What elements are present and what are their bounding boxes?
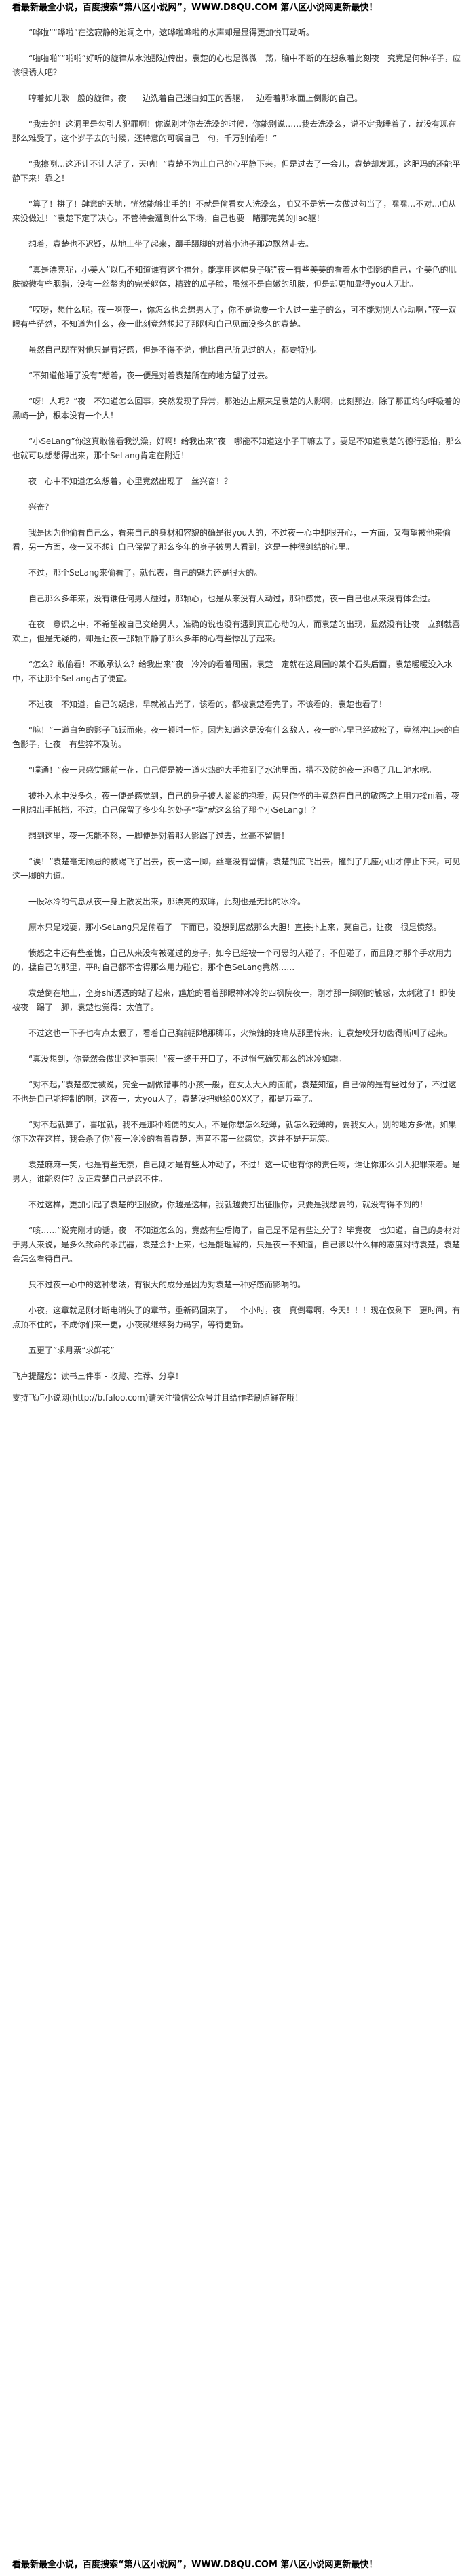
story-paragraph: 不过这样，更加引起了袁楚的征服欲，你越是这样，我就越要打出征服你，只要是我想要的… xyxy=(28,1200,428,1209)
story-paragraph: 一股冰冷的气息从夜一身上散发出来，那漂亮的双眸，此刻也是无比的冰冷。 xyxy=(28,897,306,906)
story-paragraph: “哗啦”“哗啦”在这寂静的池洞之中，这哗啦哗啦的水声却是显得更加悦耳动听。 xyxy=(28,28,314,37)
footer-tip: 飞卢提醒您：读书三件事 - 收藏、推荐、分享！ xyxy=(12,1371,183,1381)
footer-support-link[interactable]: 支持飞卢小说网(http://b.faloo.com)请关注微信公众号并且给作者… xyxy=(12,1393,303,1403)
story-paragraph: “怎么？敢偷看！不敢承认么？给我出来”夜一冷冷的看着周围，袁楚一定就在这周围的某… xyxy=(12,660,453,683)
story-paragraph: “哎呀，想什么呢，夜一啊夜一，你怎么也会想男人了，你不是说要一个人过一辈子的么，… xyxy=(12,305,457,329)
story-paragraph: 只不过夜一心中的这种想法，有很大的成分是因为对袁楚一种好感而影响的。 xyxy=(28,1280,306,1289)
story-paragraph: “对不起就算了，喜啦就，我不是那种随便的女人，不是你想怎么轻薄，就怎么轻薄的，要… xyxy=(12,1120,457,1144)
story-paragraph: 自己那么多年来，没有谁任何男人碰过，那颗心，也是从来没有人动过，那种感觉，夜一自… xyxy=(28,594,436,603)
story-paragraph: 哼着如儿歌一般的旋律，夜一一边洗着自己迷白如玉的香躯，一边看着那水面上倒影的自己… xyxy=(28,94,363,103)
story-paragraph: 想到这里，夜一怎能不怒，一脚便是对着那人影踢了过去，丝毫不留情！ xyxy=(28,831,290,841)
story-paragraph: “诶！”袁楚毫无顾忌的被踢飞了出去，夜一这一脚，丝毫没有留情，袁楚到底飞出去，撞… xyxy=(12,857,461,881)
bottom-banner: 看最新最全小说，百度搜索“第八区小说网”，WWW.D8QU.COM 第八区小说网… xyxy=(12,2560,378,2570)
story-paragraph: “真没想到，你竟然会做出这种事来！”夜一终于开口了，不过悄气确实那么的冰冷如霜。 xyxy=(28,1054,347,1064)
story-paragraph: 不过夜一不知道，自己的疑虑，早就被占光了，该看的，都被袁楚看完了，不该看的，袁楚… xyxy=(28,700,387,709)
story-paragraph: “算了！拼了！肆意的天地，恍然能够出手的！不就是偷看女人洗澡么，咱又不是第一次做… xyxy=(12,199,457,223)
story-paragraph: 被扑入水中没多久，夜一便是感觉到，自己的身子被人紧紧的抱着，两只作怪的手竟然在自… xyxy=(12,791,459,815)
story-paragraph: “真是漂亮呢，小美人”以后不知道谁有这个福分，能享用这幅身子呢”夜一有些美美的看… xyxy=(12,265,457,289)
story-paragraph: “呀！人呢？”夜一不知道怎么回事，突然发现了异常，那池边上原来是袁楚的人影啊，此… xyxy=(12,397,461,420)
story-paragraph: 小夜，这章就是刚才断电消失了的章节，重新码回来了，一个小时，夜一真倒霉啊，今天！… xyxy=(12,1306,461,1329)
top-banner: 看最新最全小说，百度搜索“第八区小说网”，WWW.D8QU.COM 第八区小说网… xyxy=(12,3,378,13)
chapter-content: “哗啦”“哗啦”在这寂静的池洞之中，这哗啦哗啦的水声却是显得更加悦耳动听。 “啪啪… xyxy=(12,18,463,1358)
story-paragraph: 兴奋？ xyxy=(28,502,54,512)
story-paragraph: 不过，那个SeLang来偷看了，就代表，自己的魅力还是很大的。 xyxy=(28,568,263,578)
story-paragraph: 不过这也一下子也有点太狠了，看着自己胸前那地那脚印，火辣辣的疼痛从那里传来，让袁… xyxy=(28,1028,453,1038)
story-paragraph: 我是因为他偷看自己么，看来自己的身材和容貌的确是很you人的，不过夜一心中却很开… xyxy=(12,528,451,552)
story-paragraph: “对不起，”袁楚感觉被说，完全一副做错事的小孩一般，在女太大人的面前，袁楚知道，… xyxy=(12,1080,457,1104)
story-paragraph: “啪啪啪”“啪啪”好听的旋律从水池那边传出，袁楚的心也是微微一荡，脑中不断的在想… xyxy=(12,54,461,77)
story-paragraph: 袁楚麻麻一笑，也是有些无奈，自己刚才是有些太冲动了，不过！这一切也有你的责任啊，… xyxy=(12,1160,461,1184)
story-paragraph: 想着，袁楚也不迟疑，从地上坐了起来，蹑手蹑脚的对着小池子那边飘然走去。 xyxy=(28,239,314,249)
story-paragraph: “小SeLang”你这真敢偷看我洗澡，好啊！给我出来”夜一哪能不知道这小子干嘛去… xyxy=(12,437,462,460)
story-paragraph: 原本只是戏耍，那小SeLang只是偷看了一下而已，没想到居然那么大胆！直接扑上来… xyxy=(28,923,442,932)
story-paragraph: 夜一心中不知道怎么想着，心里竟然出现了一丝兴奋！？ xyxy=(28,477,233,486)
story-paragraph: “噗通！”夜一只感觉眼前一花，自己便是被一道火热的大手推到了水池里面，措不及防的… xyxy=(28,765,436,775)
story-paragraph: 愤怒之中还有些羞愧，自己从来没有被碰过的身子，如今已经被一个可恶的人碰了，不但碰… xyxy=(12,948,453,972)
story-paragraph: 虽然自己现在对他只是有好感，但是不得不说，他比自己所见过的人，都要特别。 xyxy=(28,345,322,355)
story-paragraph: 在夜一意识之中，不希望被自己交给男人，准确的说也没有遇到真正心动的人，而袁楚的出… xyxy=(12,620,461,643)
story-paragraph: 五更了”求月票“求鲜花” xyxy=(28,1346,115,1355)
story-paragraph: “我擦咧…这还让不让人活了，天呐！”袁楚不为止自己的心平静下来，但是过去了一会儿… xyxy=(12,159,461,183)
story-paragraph: 袁楚倒在地上，全身shi透透的站了起来，尴尬的看着那眼神冰冷的四枫院夜一，刚才那… xyxy=(12,988,456,1012)
story-paragraph: “我去的！这洞里是勾引人犯罪啊！你说别才你去洗澡的时候，你能别说……我去洗澡么，… xyxy=(12,119,457,143)
story-paragraph: “咳……”说完刚才的话，夜一不知道怎么的，竟然有些后悔了，自己是不是有些过分了？… xyxy=(12,1226,461,1264)
story-paragraph: “嘛！”一道白色的影子飞跃而来，夜一顿时一怔，因为知道这是没有什么敌人，夜一的心… xyxy=(12,725,461,749)
story-paragraph: “不知道他睡了没有”想着，夜一便是对着袁楚所在的地方望了过去。 xyxy=(28,371,273,380)
